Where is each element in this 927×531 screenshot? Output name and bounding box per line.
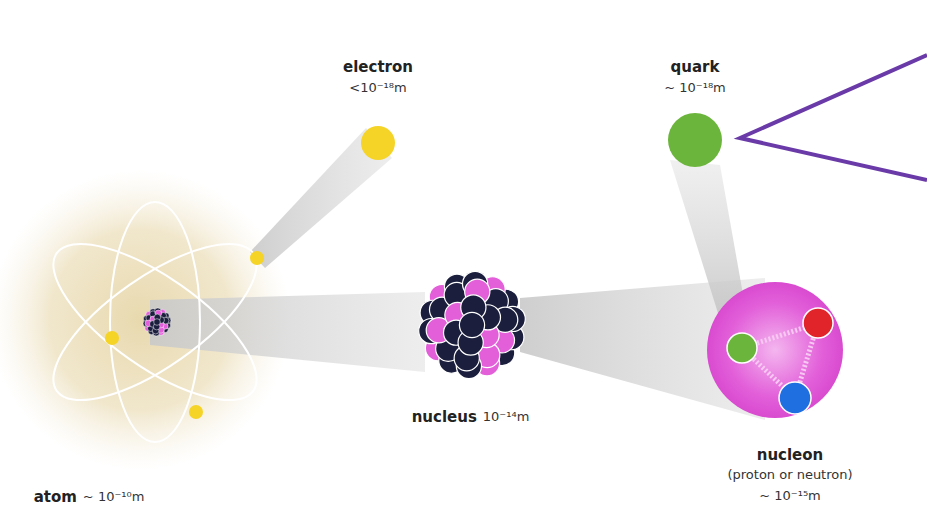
zoom-beam (150, 292, 425, 372)
size-label: ~ 10⁻¹⁰m (83, 489, 145, 505)
atom-nucleus (143, 308, 171, 336)
size-label: <10⁻¹⁸m (349, 80, 406, 96)
quark-green (727, 333, 757, 363)
particle-name: nucleus (412, 408, 477, 426)
orbits (31, 202, 279, 442)
callout-bracket (740, 55, 927, 180)
size-label: ~ 10⁻¹⁸m (664, 80, 726, 96)
nucleon-circle (707, 282, 843, 418)
nucleus-cluster (419, 271, 526, 378)
size-label: 10⁻¹⁴m (483, 409, 530, 425)
particle-name: nucleon (757, 446, 824, 464)
size-label: ~ 10⁻¹⁵m (759, 488, 821, 504)
particle-name: atom (34, 488, 77, 506)
quark-red (803, 308, 833, 338)
particle-name: electron (343, 58, 413, 76)
size-label: (proton or neutron) (727, 467, 852, 483)
electron-dot (361, 126, 395, 160)
quark-dot (668, 113, 722, 167)
particle-name: quark (671, 58, 720, 76)
orbit-electrons (105, 251, 264, 419)
quark-blue (779, 382, 811, 414)
